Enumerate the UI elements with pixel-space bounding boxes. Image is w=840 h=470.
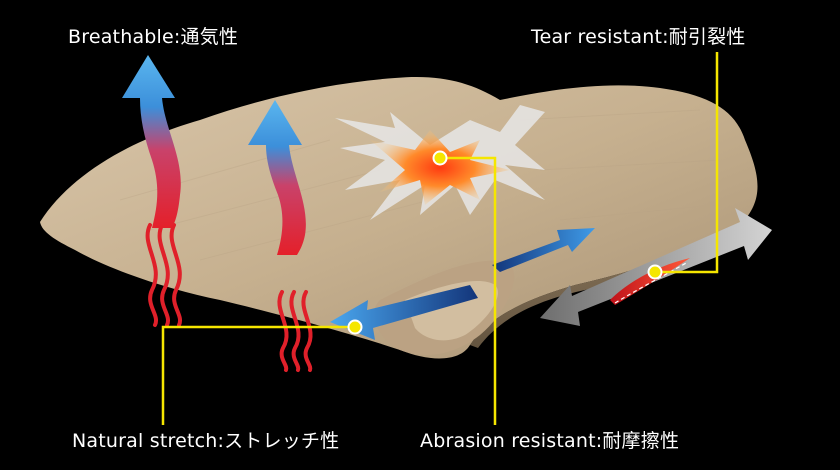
abrasion-callout-dot: [434, 152, 447, 165]
stretch-callout-dot: [349, 321, 362, 334]
natural-stretch-label: Natural stretch:ストレッチ性: [72, 426, 339, 453]
tear-callout-dot: [649, 266, 662, 279]
stretch-callout-line: [163, 327, 355, 425]
breathable-label: Breathable:通気性: [68, 22, 238, 49]
abrasion-resistant-label: Abrasion resistant:耐摩擦性: [420, 426, 679, 453]
tear-resistant-label: Tear resistant:耐引裂性: [531, 22, 746, 49]
